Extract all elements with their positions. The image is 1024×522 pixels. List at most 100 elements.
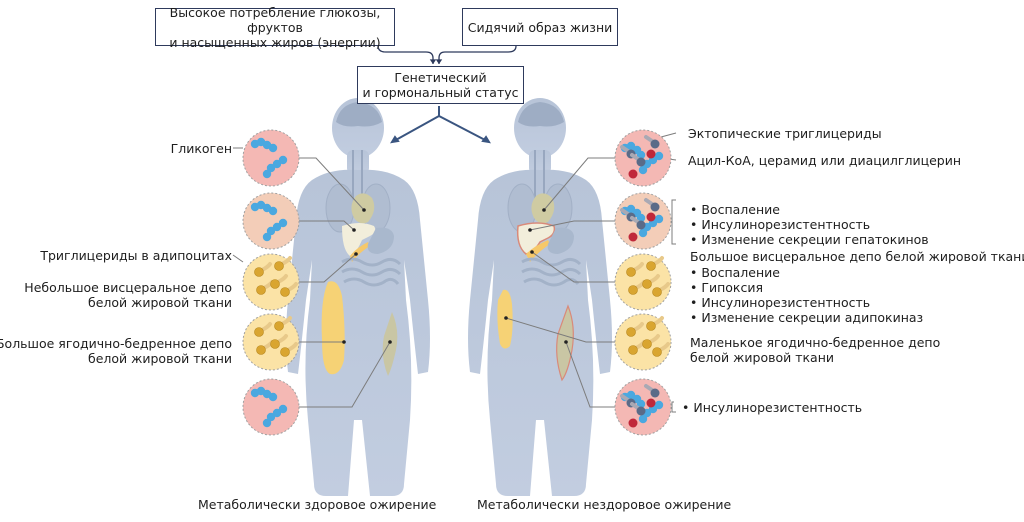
visceral-bullet: Гипоксия — [690, 280, 923, 295]
sedentary-box: Сидячий образ жизни — [462, 8, 618, 46]
liver-left — [342, 223, 376, 256]
ectopic-tail — [620, 145, 630, 153]
cell-circle-glycogen — [242, 378, 300, 436]
ectopic-tail — [620, 208, 630, 216]
ectopic-bead — [650, 202, 660, 212]
caption-left: Метаболически здоровое ожирение — [198, 497, 437, 512]
cell-circle-glycogen — [242, 129, 300, 187]
fat-bead — [646, 261, 656, 271]
bead — [654, 400, 664, 410]
ceramide-bead — [646, 398, 656, 408]
diet-line2: и насыщенных жиров (энергии) — [169, 34, 381, 50]
ectopic-bead — [650, 388, 660, 398]
ectopic-tail — [630, 216, 640, 224]
cell-circle-adipocyte — [242, 253, 300, 311]
fat-bead — [256, 285, 266, 295]
gluteal-fat-left — [321, 281, 345, 375]
cell-circle-adipocyte — [614, 253, 672, 311]
fat-bead — [270, 279, 280, 289]
ectopic-tail — [644, 198, 654, 206]
circles-right — [614, 129, 672, 436]
body-left — [286, 98, 430, 496]
fat-bead — [274, 261, 284, 271]
ceramide-bead — [646, 212, 656, 222]
liver-bullet: Инсулинорезистентность — [690, 217, 929, 232]
liver-bullets: Воспаление Инсулинорезистентность Измене… — [690, 202, 929, 247]
bead — [654, 214, 664, 224]
muscle-left — [382, 312, 398, 376]
bead — [654, 151, 664, 161]
ectopic-tail — [620, 394, 630, 402]
fat-bead — [280, 347, 290, 357]
ectopic-tail — [630, 402, 640, 410]
bead — [626, 141, 636, 151]
bead — [278, 155, 288, 165]
fat-bead — [626, 267, 636, 277]
visceral-bullet: Инсулинорезистентность — [690, 295, 923, 310]
ectopic-tail — [630, 153, 640, 161]
fat-bead — [628, 345, 638, 355]
bead — [262, 232, 272, 242]
fat-bead — [646, 321, 656, 331]
label-acyl: Ацил-КоА, церамид или диацилглицерин — [688, 153, 962, 168]
cell-circle-mixed — [614, 192, 672, 250]
ectopic-tail — [644, 135, 654, 143]
bead — [636, 150, 646, 160]
bead — [278, 404, 288, 414]
fat-bead — [642, 279, 652, 289]
bead — [272, 222, 282, 232]
bead — [272, 159, 282, 169]
liver-right — [516, 222, 556, 255]
ectopic-bead — [650, 139, 660, 149]
body-right — [468, 98, 612, 496]
fat-bead — [626, 327, 636, 337]
bead — [638, 165, 648, 175]
ectopic-bead — [636, 406, 646, 416]
cell-circle-glycogen — [242, 192, 300, 250]
genetic-line1: Генетический — [394, 70, 487, 85]
bead — [272, 408, 282, 418]
bead — [638, 228, 648, 238]
diet-box: Высокое потребление глюкозы, фруктов и н… — [155, 5, 395, 50]
fat-bead — [642, 339, 652, 349]
visceral-bullet: Воспаление — [690, 265, 923, 280]
bead — [636, 399, 646, 409]
heart-right — [531, 193, 555, 224]
cell-circle-adipocyte — [614, 313, 672, 371]
label-ectopic-tg: Эктопические триглицериды — [688, 126, 882, 141]
bead — [262, 169, 272, 179]
sedentary-text: Сидячий образ жизни — [467, 19, 613, 35]
bead — [268, 206, 278, 216]
bead — [626, 390, 636, 400]
cell-circle-bg — [242, 192, 300, 250]
fat-bead — [280, 287, 290, 297]
ceramide-bead — [628, 169, 638, 179]
cell-circle-mixed — [614, 378, 672, 436]
fat-bead — [254, 327, 264, 337]
bead — [266, 163, 276, 173]
ceramide-bead — [628, 418, 638, 428]
fat-bead — [628, 285, 638, 295]
bead — [266, 226, 276, 236]
ceramide-bead — [628, 232, 638, 242]
bead — [636, 213, 646, 223]
visceral-bullet: Изменение секреции адипокиназ — [690, 310, 923, 325]
cell-circle-adipocyte — [242, 313, 300, 371]
bead — [626, 204, 636, 214]
bead — [278, 218, 288, 228]
label-large-visceral: Большое висцеральное депо белой жировой … — [690, 249, 1024, 264]
cell-circle-mixed — [614, 129, 672, 187]
label-small-gluteo: Маленькое ягодично-бедренное депо белой … — [690, 335, 941, 365]
ceramide-bead — [646, 149, 656, 159]
cell-circle-bg — [242, 378, 300, 436]
fat-bead — [652, 347, 662, 357]
fat-bead — [652, 287, 662, 297]
cell-circle-bg — [242, 129, 300, 187]
label-small-visceral: Небольшое висцеральное депо белой жирово… — [24, 280, 232, 310]
ectopic-bead — [636, 220, 646, 230]
visceral-bullets: Воспаление Гипоксия Инсулинорезистентнос… — [690, 265, 923, 325]
genetic-line2: и гормональный статус — [362, 85, 519, 100]
label-muscle-ir: Инсулинорезистентность — [682, 400, 862, 415]
bead — [266, 412, 276, 422]
